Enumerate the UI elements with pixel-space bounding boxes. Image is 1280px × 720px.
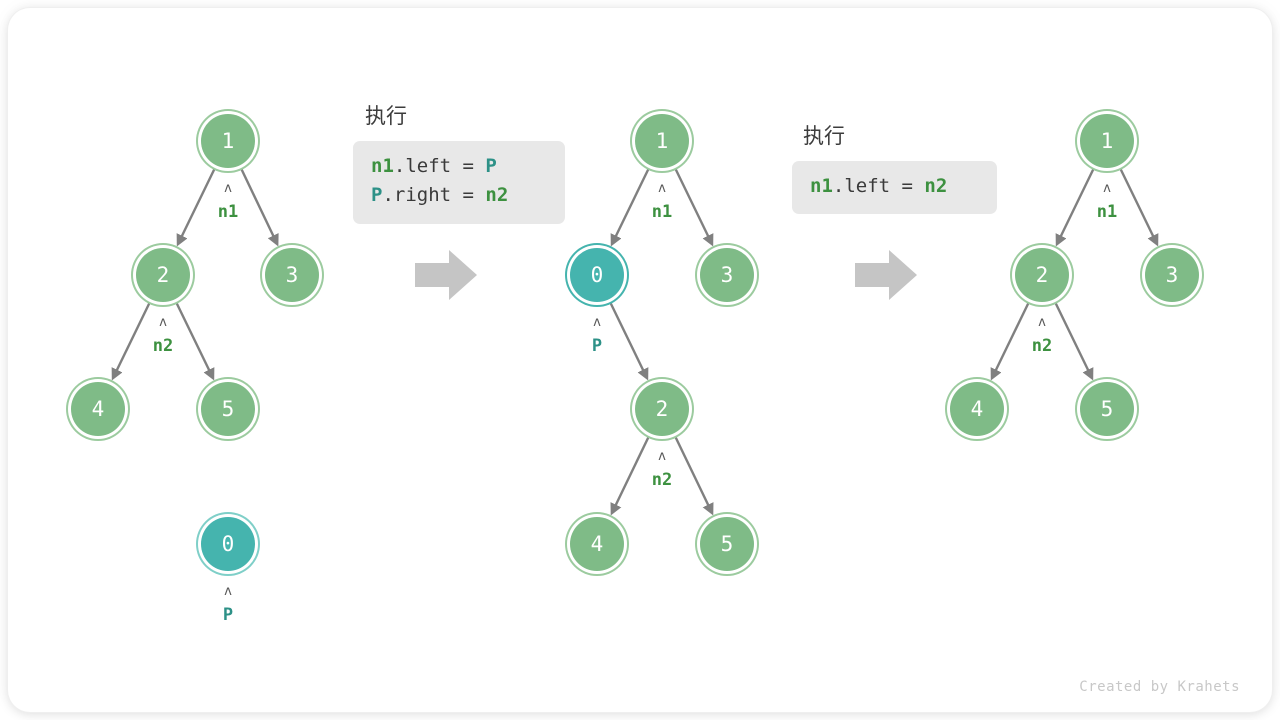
tree-edge <box>239 166 279 247</box>
step-transition-arrow <box>855 250 917 300</box>
tree-node-2: 2 <box>136 248 190 302</box>
tree-edge <box>111 300 152 381</box>
code-token-var: n2 <box>485 184 509 207</box>
tree-node-4: 4 <box>950 382 1004 436</box>
tree-node-1: 1 <box>635 114 689 168</box>
tree-edge <box>673 166 714 247</box>
caret-icon: ʌ <box>224 181 232 196</box>
tree-edge <box>176 166 217 247</box>
exec-caption: 执行 <box>803 124 845 148</box>
tree-node-3: 3 <box>700 248 754 302</box>
step-transition-arrow <box>415 250 477 300</box>
pointer-label-n2: ʌ n2 <box>652 450 672 489</box>
credit-text: Created by Krahets <box>1079 679 1240 695</box>
tree-node-2: 2 <box>635 382 689 436</box>
code-token-var: n1 <box>371 155 394 177</box>
code-token-ptr: P <box>371 184 383 207</box>
tree-edge <box>610 434 651 516</box>
caret-icon: ʌ <box>658 449 666 464</box>
code-token-ptr: P <box>485 155 497 177</box>
pointer-label-n1: ʌ n1 <box>652 182 672 221</box>
tree-edge <box>608 300 649 381</box>
pointer-label-n2: ʌ n2 <box>1032 316 1052 355</box>
caret-icon: ʌ <box>1038 315 1046 330</box>
caret-icon: ʌ <box>593 315 601 330</box>
tree-node-0: 0 <box>570 248 624 302</box>
pointer-name: n1 <box>1096 202 1118 222</box>
tree-node-5: 5 <box>201 382 255 436</box>
pointer-label-n1: ʌ n1 <box>1097 182 1117 221</box>
tree-edge <box>990 300 1031 381</box>
caret-icon: ʌ <box>1103 181 1111 196</box>
tree-edge <box>174 300 215 381</box>
code-token-var: n1 <box>810 175 833 197</box>
code-token-var: n2 <box>924 175 948 197</box>
code-block: n1.left = n2 <box>792 161 997 215</box>
code-line: n1.left = P <box>371 152 547 181</box>
tree-node-2: 2 <box>1015 248 1069 302</box>
code-token-plain: .left = <box>393 155 486 177</box>
pointer-name: P <box>591 336 603 356</box>
tree-edge <box>1118 166 1159 247</box>
code-line: P.right = n2 <box>371 181 547 210</box>
tree-node-4: 4 <box>570 517 624 571</box>
pointer-name: n2 <box>651 470 673 490</box>
tree-node-4: 4 <box>71 382 125 436</box>
tree-edge <box>1055 166 1096 247</box>
pointer-label-n1: ʌ n1 <box>218 182 238 221</box>
tree-node-3: 3 <box>1145 248 1199 302</box>
tree-edge <box>610 166 651 247</box>
tree-edge <box>1053 300 1094 381</box>
tree-node-0: 0 <box>201 517 255 571</box>
code-token-plain: .right = <box>382 184 486 207</box>
pointer-name: n2 <box>152 336 174 356</box>
tree-node-3: 3 <box>265 248 319 302</box>
tree-node-5: 5 <box>700 517 754 571</box>
pointer-name: P <box>222 605 234 625</box>
caret-icon: ʌ <box>658 181 666 196</box>
tree-node-1: 1 <box>1080 114 1134 168</box>
pointer-name: n1 <box>651 202 673 222</box>
pointer-name: n2 <box>1031 336 1053 356</box>
pointer-label-n2: ʌ n2 <box>153 316 173 355</box>
pointer-name: n1 <box>217 202 239 222</box>
tree-node-1: 1 <box>201 114 255 168</box>
code-token-plain: .left = <box>832 175 925 197</box>
tree-edge <box>673 434 714 516</box>
exec-caption: 执行 <box>365 104 407 128</box>
code-line: n1.left = n2 <box>810 172 979 201</box>
tree-node-5: 5 <box>1080 382 1134 436</box>
caret-icon: ʌ <box>224 584 232 599</box>
caret-icon: ʌ <box>159 315 167 330</box>
